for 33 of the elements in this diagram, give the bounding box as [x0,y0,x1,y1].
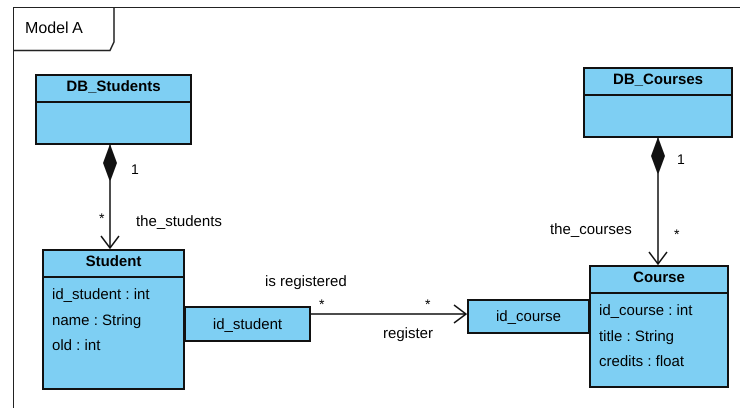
class-name: Course [591,267,727,294]
class-box [35,74,192,145]
multiplicity-label: * [425,296,430,313]
multiplicity-label: 1 [677,151,685,168]
qualifier-text: id_course [496,308,562,325]
class-name: DB_Courses [585,69,731,96]
role-label: is registered [265,273,347,290]
association-arrow [310,304,467,324]
attribute-text: id_student : int [51,285,151,305]
attribute-text: title : String [598,326,676,346]
class-box [589,265,729,388]
composition-arrow [648,137,668,265]
class-name: DB_Students [37,76,190,103]
qualifier-box [467,299,590,334]
role-label: the_students [136,213,222,230]
class-name: Student [44,251,183,278]
attribute-text: id_course : int [598,301,694,321]
frame-background [13,7,740,408]
attribute-text: name : String [51,310,142,330]
qualifier-box [184,306,311,342]
role-label: the_courses [550,221,632,238]
attribute-text: old : int [51,336,102,356]
qualifier-text: id_student [212,316,282,332]
multiplicity-label: * [99,210,104,227]
role-label: register [383,325,434,342]
attribute-text: credits : float [598,352,686,372]
class-box [583,67,733,138]
class-box [42,249,185,390]
frame-title: Model A [25,20,83,38]
multiplicity-label: * [674,226,680,243]
multiplicity-label: * [319,296,324,313]
multiplicity-label: 1 [131,161,139,178]
composition-arrow [100,144,120,249]
